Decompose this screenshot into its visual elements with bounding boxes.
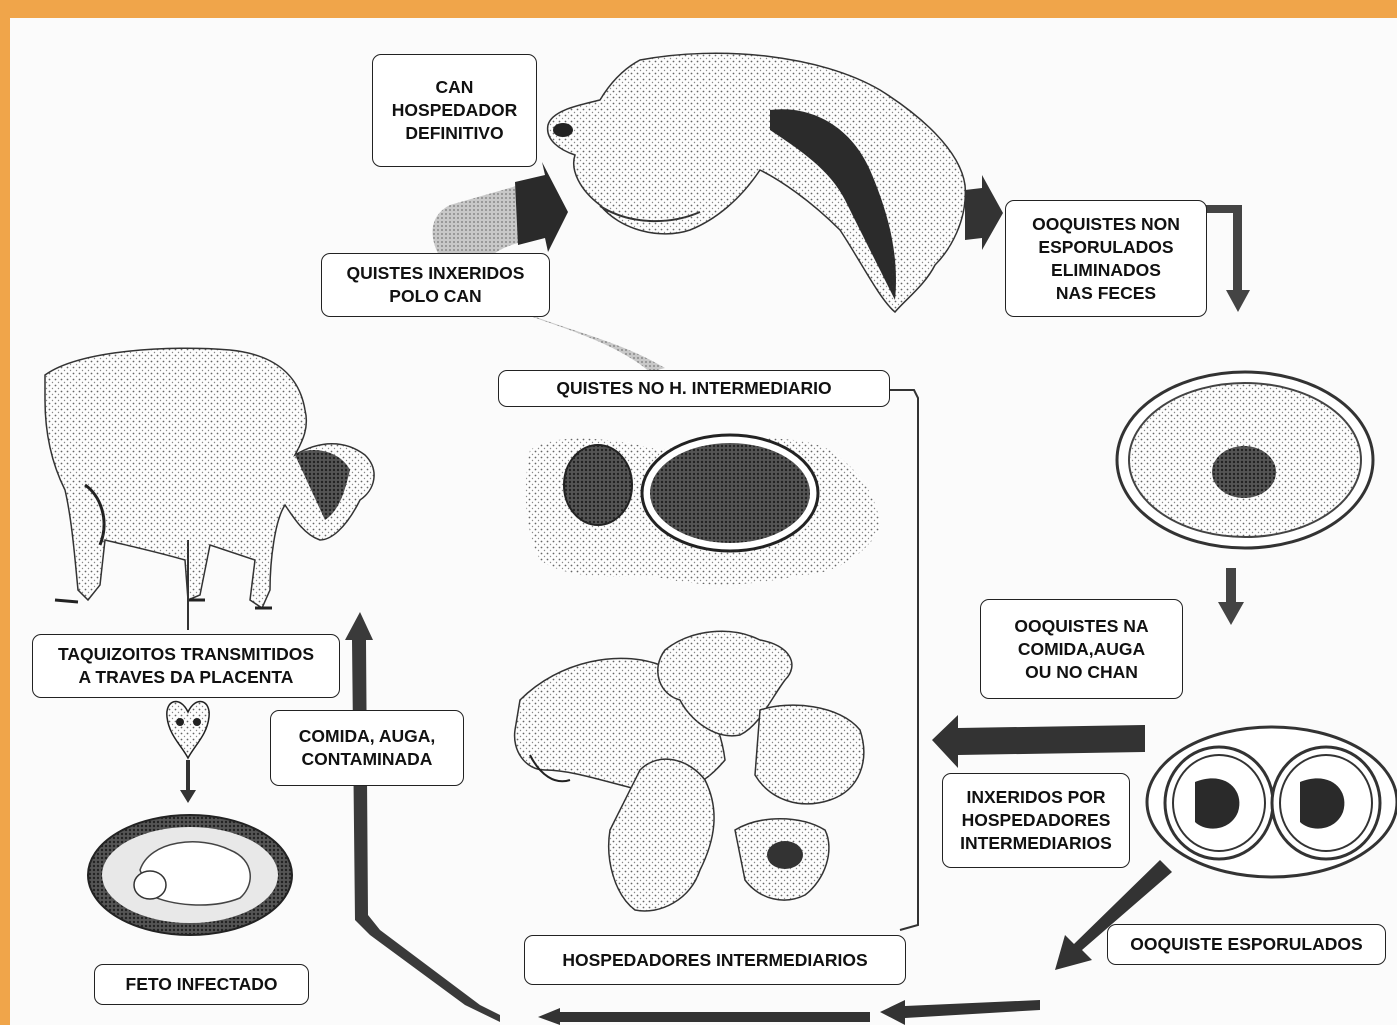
label-cysts-eaten: QUISTES INXERIDOS POLO CAN <box>321 253 550 317</box>
arrow-bottom-long <box>538 1008 870 1025</box>
lifecycle-artwork <box>10 18 1397 1025</box>
label-intermediate-hosts: HOSPEDADORES INTERMEDIARIOS <box>524 935 906 985</box>
label-fetus: FETO INFECTADO <box>94 964 309 1005</box>
dog-head-icon <box>548 53 966 312</box>
label-ingested: INXERIDOS POR HOSPEDADORES INTERMEDIARIO… <box>942 773 1130 868</box>
infected-fetus-icon <box>88 815 292 935</box>
arrow-to-hosts <box>932 715 1145 768</box>
hosts-bracket <box>890 390 918 930</box>
diagram-frame: CAN HOSPEDADOR DEFINITIVO QUISTES INXERI… <box>10 18 1397 1025</box>
cow-icon <box>45 348 374 608</box>
tissue-cyst-icon <box>526 435 880 584</box>
arrow-oocyst-down <box>1218 568 1244 625</box>
label-oocyst-sporulated: OOQUISTE ESPORULADOS <box>1107 924 1386 965</box>
arrow-return-up <box>345 612 500 1022</box>
label-food-contaminated: COMIDA, AUGA, CONTAMINADA <box>270 710 464 786</box>
intermediate-hosts-group-icon <box>515 631 864 911</box>
label-cysts-intermediate: QUISTES NO H. INTERMEDIARIO <box>498 370 890 407</box>
arrow-feces-down <box>1205 205 1250 312</box>
label-tachyzoites: TAQUIZOITOS TRANSMITIDOS A TRAVES DA PLA… <box>32 634 340 698</box>
unsporulated-oocyst-icon <box>1117 372 1373 548</box>
label-oocysts-feces: OOQUISTES NON ESPORULADOS ELIMINADOS NAS… <box>1005 200 1207 317</box>
label-can-host: CAN HOSPEDADOR DEFINITIVO <box>372 54 537 167</box>
arrow-bottom-path <box>880 1000 1040 1025</box>
tachyzoites-icon <box>167 701 209 758</box>
label-oocysts-food: OOQUISTES NA COMIDA,AUGA OU NO CHAN <box>980 599 1183 699</box>
arrow-dog-out <box>965 175 1003 250</box>
arrow-to-fetus <box>180 760 196 803</box>
sporulated-oocyst-icon <box>1147 727 1397 877</box>
arrow-into-dog <box>515 162 568 252</box>
